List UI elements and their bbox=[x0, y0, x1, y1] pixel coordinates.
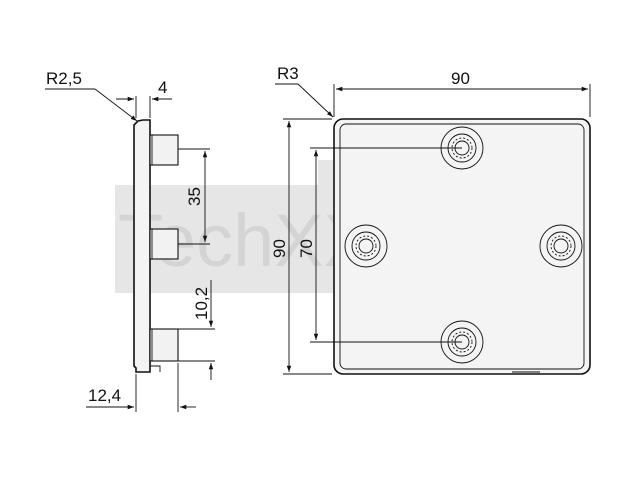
height-label: 90 bbox=[270, 239, 289, 258]
boss-top bbox=[149, 134, 179, 166]
boss-middle bbox=[149, 228, 179, 260]
front-view: R3 90 90 70 bbox=[270, 64, 591, 375]
width-label: 90 bbox=[451, 69, 470, 88]
boss-label: 10,2 bbox=[192, 287, 211, 320]
radius-label-front: R3 bbox=[277, 64, 299, 83]
front-plate bbox=[333, 118, 591, 375]
spacing-label: 35 bbox=[185, 187, 204, 206]
hole-spacing-label: 70 bbox=[297, 239, 316, 258]
boss-bottom bbox=[149, 328, 179, 362]
depth-label: 12,4 bbox=[88, 386, 121, 405]
side-view: R2,5 4 35 10,2 12,4 bbox=[45, 69, 215, 412]
thickness-label: 4 bbox=[158, 78, 167, 97]
hole-left bbox=[344, 224, 388, 268]
radius-label-side: R2,5 bbox=[46, 69, 82, 88]
side-plate bbox=[133, 119, 151, 373]
hole-right bbox=[539, 224, 583, 268]
